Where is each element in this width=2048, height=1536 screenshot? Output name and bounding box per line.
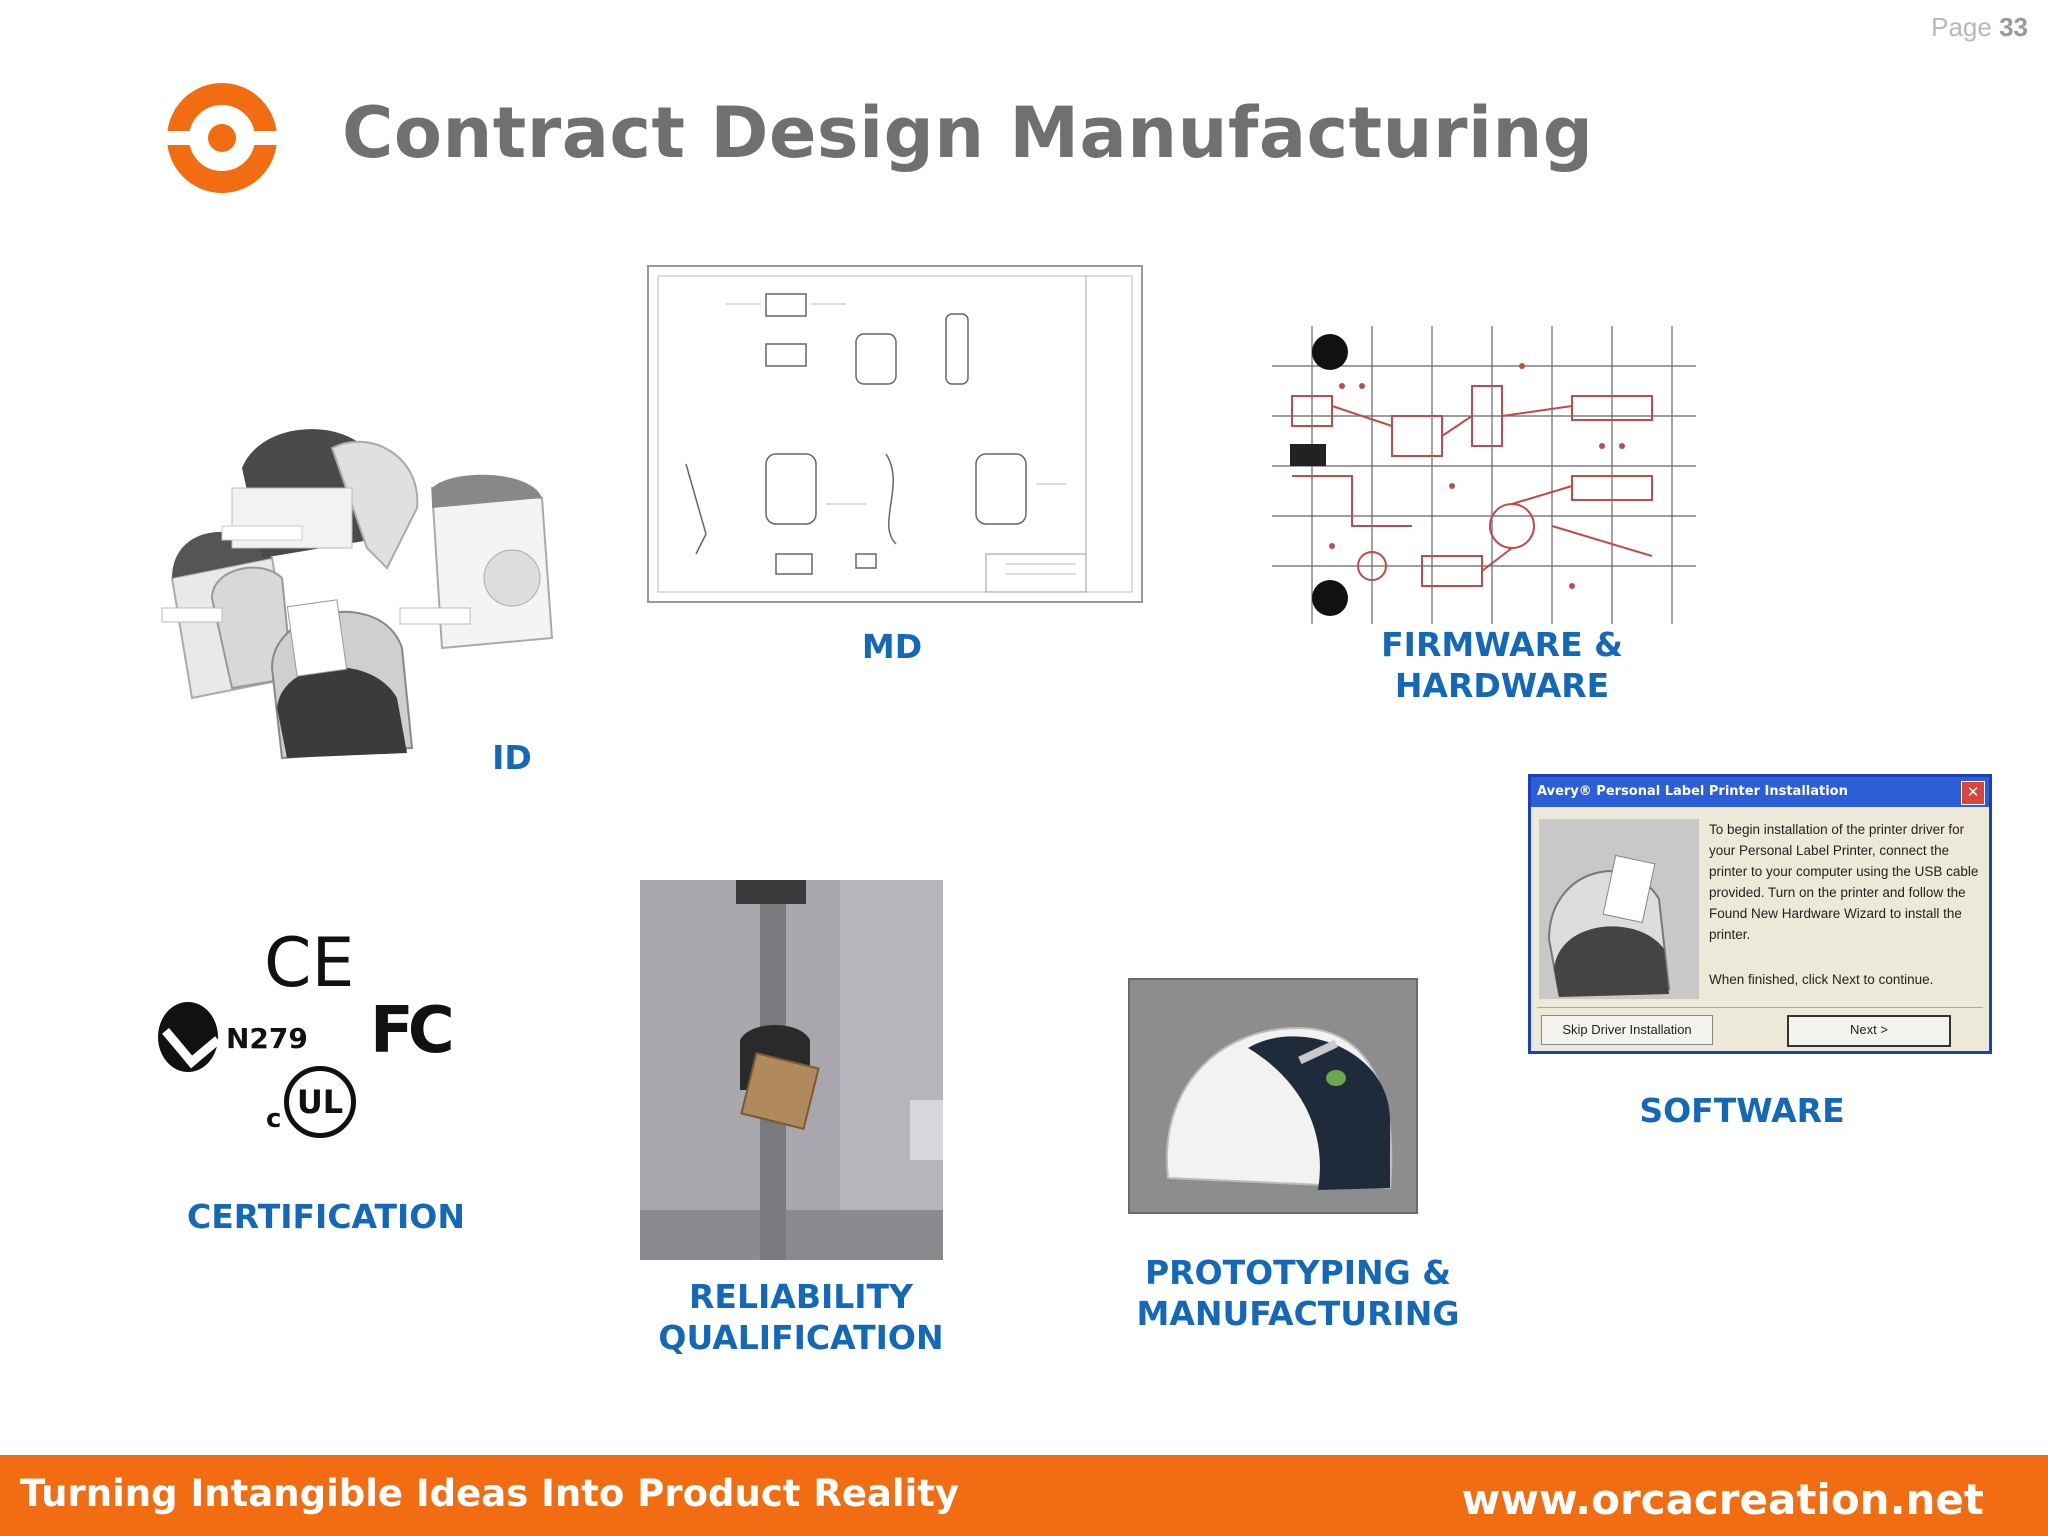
footer-tagline: Turning Intangible Ideas Into Product Re… [20, 1472, 960, 1515]
ul-prefix: c [266, 1104, 282, 1134]
dialog-title-bar: Avery® Personal Label Printer Installati… [1531, 777, 1989, 807]
c-tick-mark-icon [158, 1002, 221, 1072]
dialog-close-icon: ✕ [1961, 781, 1985, 805]
label-firmware-hardware: FIRMWARE & HARDWARE [1350, 624, 1654, 706]
ce-mark-icon: CE [264, 924, 355, 1003]
label-prototyping-line-1: PROTOTYPING & [1144, 1253, 1452, 1292]
fcc-mark-icon: FC [370, 994, 455, 1068]
c-tick-number: N279 [226, 1022, 308, 1055]
footer-url[interactable]: www.orcacreation.net [1461, 1475, 1984, 1524]
label-prototyping: PROTOTYPING & MANUFACTURING [1130, 1252, 1466, 1334]
prototype-printer-photo [1128, 978, 1418, 1214]
ul-mark-icon: UL [284, 1066, 356, 1138]
dialog-body: To begin installation of the printer dri… [1709, 822, 1979, 942]
label-reliability-line-2: QUALIFICATION [658, 1318, 944, 1357]
label-software: SOFTWARE [1639, 1091, 1845, 1130]
mechanical-drawing-image [647, 265, 1143, 603]
dialog-title: Avery® Personal Label Printer Installati… [1537, 784, 1848, 799]
certification-marks: CE N279 FC c UL [156, 930, 456, 1150]
label-id: ID [492, 738, 532, 777]
software-dialog-image: Avery® Personal Label Printer Installati… [1528, 774, 1992, 1054]
label-reliability-line-1: RELIABILITY [689, 1277, 913, 1316]
orca-ring-logo-icon [166, 83, 278, 193]
slide-title: Contract Design Manufacturing [342, 92, 1594, 174]
label-prototyping-line-2: MANUFACTURING [1136, 1294, 1460, 1333]
label-firmware-line-1: FIRMWARE & [1381, 625, 1623, 664]
dialog-hint: When finished, click Next to continue. [1709, 972, 1934, 987]
page-number-value: 33 [1999, 12, 2028, 42]
skip-driver-button[interactable]: Skip Driver Installation [1541, 1015, 1713, 1045]
drop-test-photo [640, 880, 943, 1260]
label-reliability: RELIABILITY QUALIFICATION [640, 1276, 962, 1358]
dialog-printer-photo [1539, 819, 1699, 999]
label-certification: CERTIFICATION [187, 1197, 465, 1236]
footer-bar [0, 1455, 2048, 1536]
pcb-layout-image [1272, 326, 1696, 624]
label-md: MD [861, 627, 923, 666]
label-printers-image [161, 429, 554, 760]
page-number-label: Page [1931, 12, 1992, 42]
next-button[interactable]: Next > [1787, 1015, 1951, 1047]
label-firmware-line-2: HARDWARE [1394, 666, 1610, 705]
page-number: Page 33 [1931, 12, 2028, 43]
